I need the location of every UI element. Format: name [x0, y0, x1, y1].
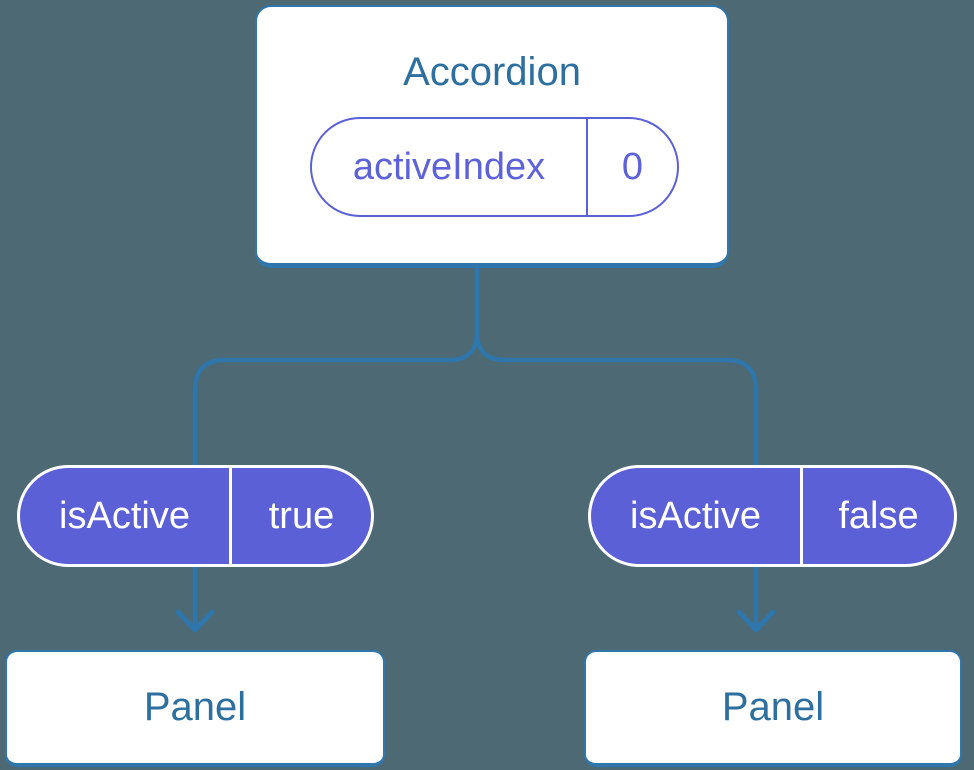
arrowhead-down-icon-left	[175, 609, 215, 633]
prop-pill-value: false	[838, 494, 919, 537]
prop-pill-value: true	[268, 494, 335, 537]
prop-pill-label: isActive	[20, 468, 232, 564]
arrowhead-down-icon-right	[736, 609, 776, 633]
connector-branch-left	[192, 266, 480, 630]
state-pill: activeIndex 0	[310, 117, 679, 217]
panel-node-card-left: Panel	[5, 650, 385, 767]
prop-pill-isactive-false: isActive false	[588, 465, 957, 567]
prop-pill-label: isActive	[591, 468, 803, 564]
prop-pill-isactive-true: isActive true	[17, 465, 374, 567]
accordion-node-title: Accordion	[403, 50, 581, 94]
state-pill-label: activeIndex	[312, 119, 588, 215]
accordion-node-card: Accordion activeIndex 0	[255, 5, 729, 268]
state-pill-value: 0	[621, 145, 644, 188]
panel-node-card-right: Panel	[584, 650, 962, 767]
connector-branch-right	[474, 266, 759, 630]
